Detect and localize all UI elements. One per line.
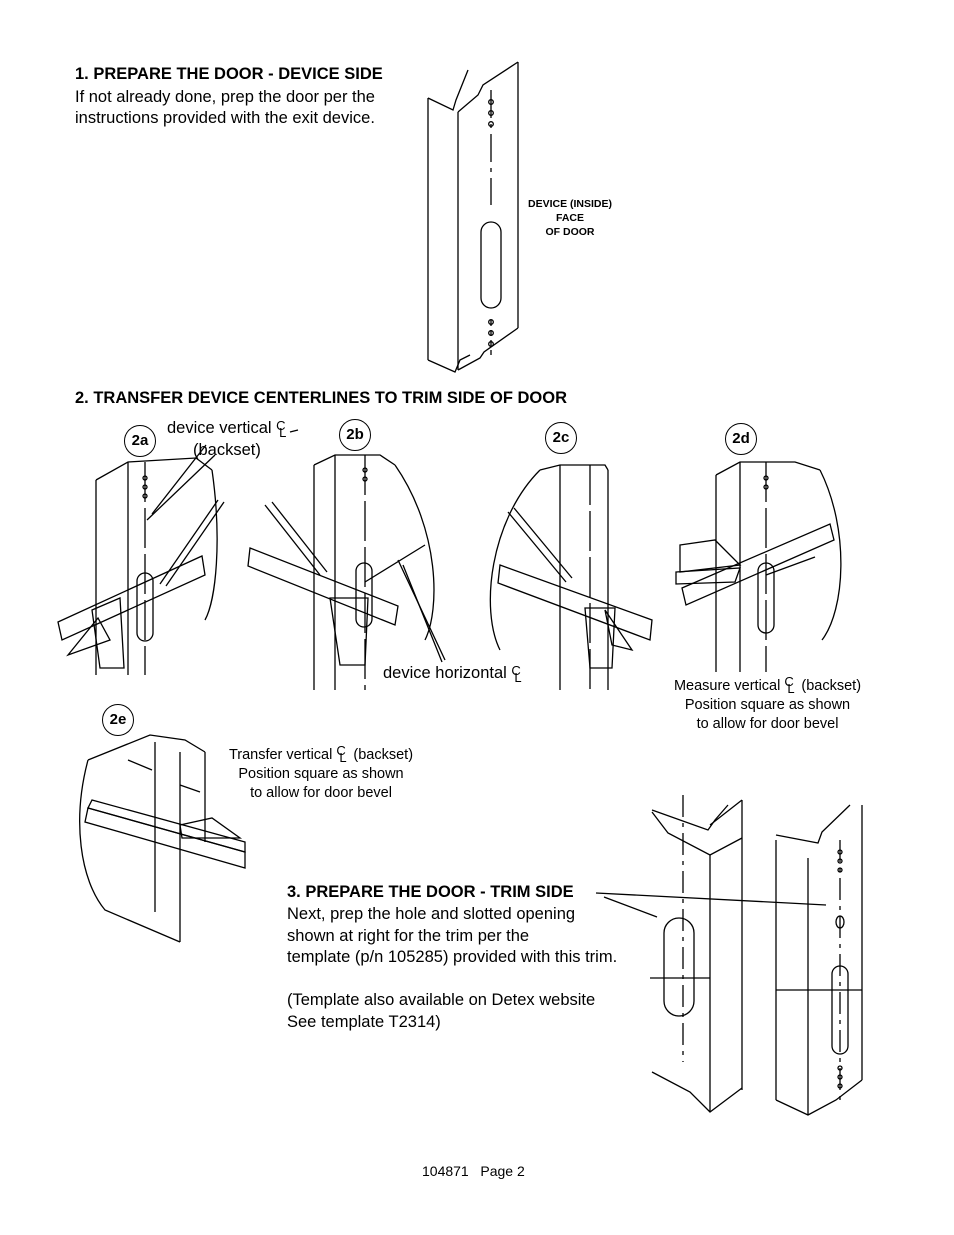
step2-heading: 2. TRANSFER DEVICE CENTERLINES TO TRIM S…	[75, 389, 567, 407]
centerline-symbol-icon	[336, 741, 349, 767]
figure-2e-drawing	[79, 734, 246, 943]
device-vertical-text: device vertical	[167, 419, 272, 437]
step3-line5: See template T2314)	[287, 1013, 441, 1031]
step3-heading: 3. PREPARE THE DOOR - TRIM SIDE	[287, 883, 574, 901]
device-face-label-line1: DEVICE (INSIDE)	[527, 198, 612, 210]
badge-2b: 2b	[339, 419, 371, 451]
device-face-door-drawing	[427, 61, 519, 373]
device-face-label-line2: FACE	[555, 212, 584, 224]
step3-line4: (Template also available on Detex websit…	[287, 991, 596, 1009]
backset-label: (backset)	[193, 441, 261, 459]
device-face-label: DEVICE (INSIDE) FACE OF DOOR	[510, 197, 630, 239]
figure-2c-drawing	[489, 464, 653, 690]
caption-2d-line1: Measure vertical (backset)	[650, 672, 885, 698]
caption-2e-line1: Transfer vertical (backset)	[205, 741, 437, 767]
caption-2d: Measure vertical (backset) Position squa…	[650, 672, 885, 734]
step1-heading: 1. PREPARE THE DOOR - DEVICE SIDE	[75, 65, 383, 83]
device-vertical-label: device vertical	[167, 415, 289, 443]
figure-2a-drawing	[57, 444, 225, 675]
step1-line1: If not already done, prep the door per t…	[75, 88, 375, 106]
step3-line2: shown at right for the trim per the	[287, 927, 530, 945]
badge-2e: 2e	[102, 704, 134, 736]
caption-2d-line3: to allow for door bevel	[696, 716, 839, 732]
device-horizontal-label: device horizontal	[383, 660, 524, 688]
figure-2d-drawing	[675, 461, 842, 672]
caption-2e-line2: Position square as shown	[238, 766, 404, 782]
device-horizontal-text: device horizontal	[383, 664, 507, 682]
badge-2a: 2a	[124, 425, 156, 457]
step1-line2: instructions provided with the exit devi…	[75, 109, 375, 127]
page-footer: 104871 Page 2	[422, 1163, 525, 1179]
caption-2e-line3: to allow for door bevel	[250, 785, 392, 801]
page-number: Page 2	[480, 1163, 525, 1179]
figure-2b-drawing	[247, 454, 446, 690]
badge-2d: 2d	[725, 423, 757, 455]
centerline-symbol-icon	[511, 660, 524, 688]
badge-2c: 2c	[545, 422, 577, 454]
device-face-label-line3: OF DOOR	[545, 226, 595, 238]
centerline-symbol-icon	[784, 672, 797, 698]
caption-2e: Transfer vertical (backset) Position squ…	[205, 741, 437, 803]
caption-2d-line2: Position square as shown	[684, 697, 851, 713]
step3-line3: template (p/n 105285) provided with this…	[287, 948, 618, 966]
centerline-symbol-icon	[276, 415, 289, 443]
doc-number: 104871	[422, 1163, 469, 1179]
trim-side-door-drawings	[595, 795, 863, 1116]
step3-line1: Next, prep the hole and slotted opening	[287, 905, 576, 923]
